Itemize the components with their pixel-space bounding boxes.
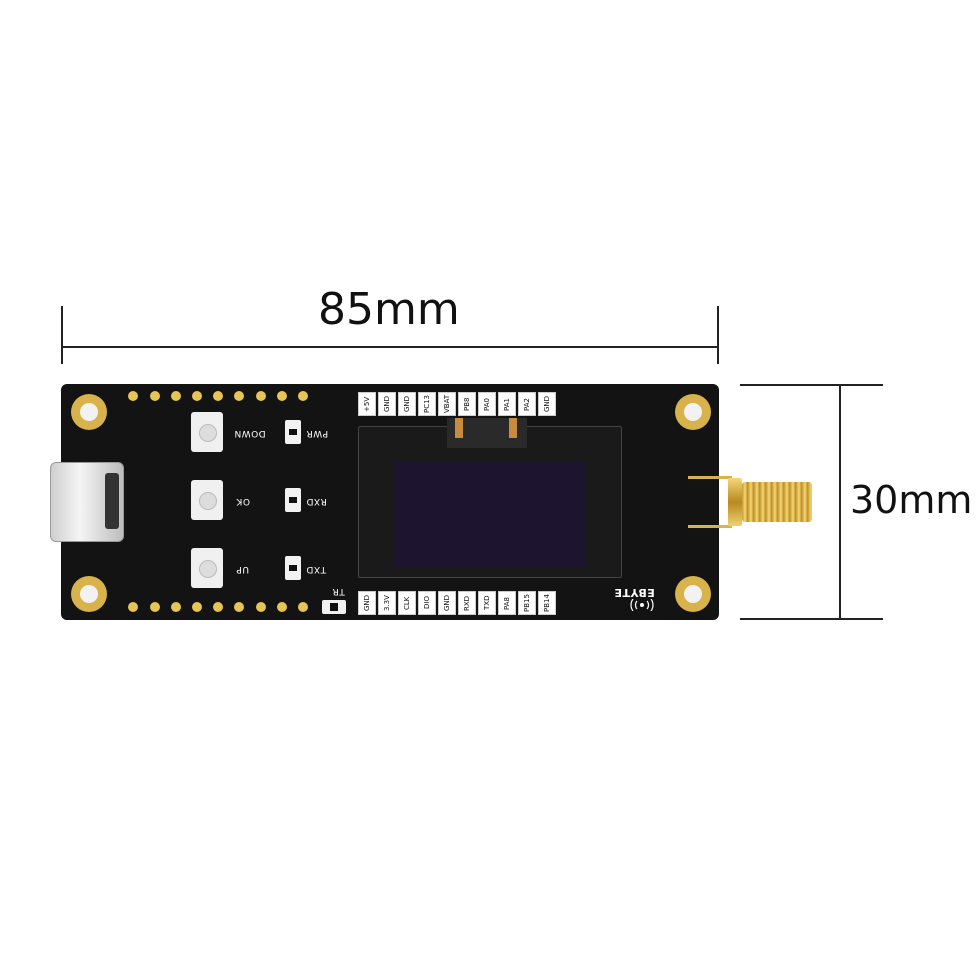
- button-ok[interactable]: [191, 480, 223, 520]
- top-pin-label: PC13: [418, 392, 436, 416]
- sma-connector-mount: [688, 476, 732, 528]
- bottom-pin-label: PA8: [498, 591, 516, 615]
- tr-label: TR: [332, 586, 345, 596]
- button-label-ok: OK: [236, 496, 250, 506]
- pad: [277, 391, 287, 401]
- tr-component: [322, 600, 346, 614]
- bottom-pin-label: CLK: [398, 591, 416, 615]
- pad: [298, 391, 308, 401]
- led-label-rxd: RXD: [306, 496, 327, 506]
- top-pin-label: +5V: [358, 392, 376, 416]
- height-dim-label: 30mm: [850, 478, 973, 522]
- pad: [298, 602, 308, 612]
- width-dim-right-tick: [717, 306, 719, 364]
- usb-c-port: [50, 462, 124, 542]
- height-dim-bottom-tick: [740, 618, 883, 620]
- bottom-pin-label: GND: [358, 591, 376, 615]
- led-txd: [285, 556, 301, 580]
- top-pin-label: GND: [378, 392, 396, 416]
- pad: [128, 602, 138, 612]
- mounting-hole: [71, 576, 107, 612]
- width-dim-left-tick: [61, 306, 63, 364]
- oled-display: [358, 426, 622, 578]
- pad: [234, 602, 244, 612]
- pad: [213, 602, 223, 612]
- pad: [171, 602, 181, 612]
- pad: [128, 391, 138, 401]
- bottom-pin-label: 3.3V: [378, 591, 396, 615]
- top-pin-label: PA2: [518, 392, 536, 416]
- bottom-pin-label: TXD: [478, 591, 496, 615]
- pad: [256, 602, 266, 612]
- pad: [277, 602, 287, 612]
- oled-screen: [393, 461, 585, 567]
- bottom-pin-label: PB15: [518, 591, 536, 615]
- led-label-txd: TXD: [306, 564, 327, 574]
- button-label-up: UP: [236, 564, 250, 574]
- oled-flex-connector: [447, 418, 527, 448]
- top-pin-label: VBAT: [438, 392, 456, 416]
- top-pin-label: GND: [398, 392, 416, 416]
- height-dim-line: [839, 384, 841, 620]
- bottom-pin-label: RXD: [458, 591, 476, 615]
- pad: [256, 391, 266, 401]
- top-pin-label: PB8: [458, 392, 476, 416]
- mounting-hole: [675, 576, 711, 612]
- sma-connector-nut: [728, 478, 742, 526]
- pad: [192, 602, 202, 612]
- button-label-down: DOWN: [234, 428, 266, 438]
- bottom-pin-label: DIO: [418, 591, 436, 615]
- button-down[interactable]: [191, 412, 223, 452]
- top-pin-label: GND: [538, 392, 556, 416]
- pad: [171, 391, 181, 401]
- bottom-pin-label: PB14: [538, 591, 556, 615]
- sma-connector-body: [742, 482, 812, 522]
- top-pin-label: PA0: [478, 392, 496, 416]
- pad: [150, 602, 160, 612]
- width-dim-line: [62, 346, 718, 348]
- height-dim-top-tick: [740, 384, 883, 386]
- pad: [192, 391, 202, 401]
- pad: [213, 391, 223, 401]
- mounting-hole: [71, 394, 107, 430]
- button-up[interactable]: [191, 548, 223, 588]
- mounting-hole: [675, 394, 711, 430]
- width-dim-label: 85mm: [318, 284, 460, 335]
- wireless-logo-icon: [628, 598, 656, 612]
- led-rxd: [285, 488, 301, 512]
- top-pin-label: PA1: [498, 392, 516, 416]
- led-pwr: [285, 420, 301, 444]
- pad: [150, 391, 160, 401]
- led-label-pwr: PWR: [306, 428, 329, 438]
- bottom-pin-label: GND: [438, 591, 456, 615]
- pad: [234, 391, 244, 401]
